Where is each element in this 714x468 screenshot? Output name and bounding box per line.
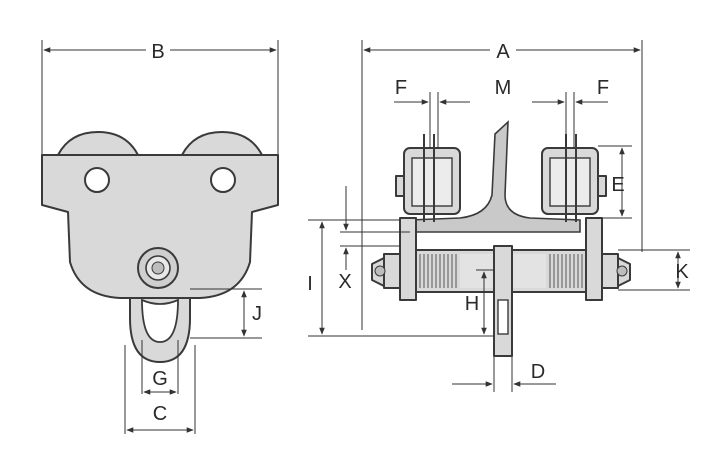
label-J: J [252, 303, 262, 325]
beam-web [409, 120, 581, 233]
label-F-right: F [597, 77, 609, 99]
label-C: C [153, 403, 167, 425]
front-right-wheel [181, 131, 263, 156]
front-view: B J G C [41, 40, 279, 434]
label-F-left: F [395, 77, 407, 99]
right-wheel-housing [541, 134, 607, 222]
label-I: I [307, 273, 313, 295]
left-wheel-housing [395, 134, 461, 222]
label-X: X [338, 271, 351, 293]
label-D: D [531, 361, 545, 383]
front-left-hole [84, 167, 110, 193]
label-E: E [611, 174, 624, 196]
label-K: K [675, 261, 689, 283]
side-view: A F M F E I X K [307, 40, 690, 392]
right-side-plate [585, 217, 603, 301]
left-side-plate [399, 217, 417, 301]
right-end-nut [601, 253, 631, 289]
left-end-nut [371, 253, 401, 289]
front-left-wheel [57, 131, 139, 156]
label-M: M [495, 77, 512, 99]
label-B: B [151, 41, 164, 63]
front-right-hole [210, 167, 236, 193]
label-H: H [465, 293, 479, 315]
label-G: G [152, 368, 168, 390]
label-A: A [496, 41, 510, 63]
